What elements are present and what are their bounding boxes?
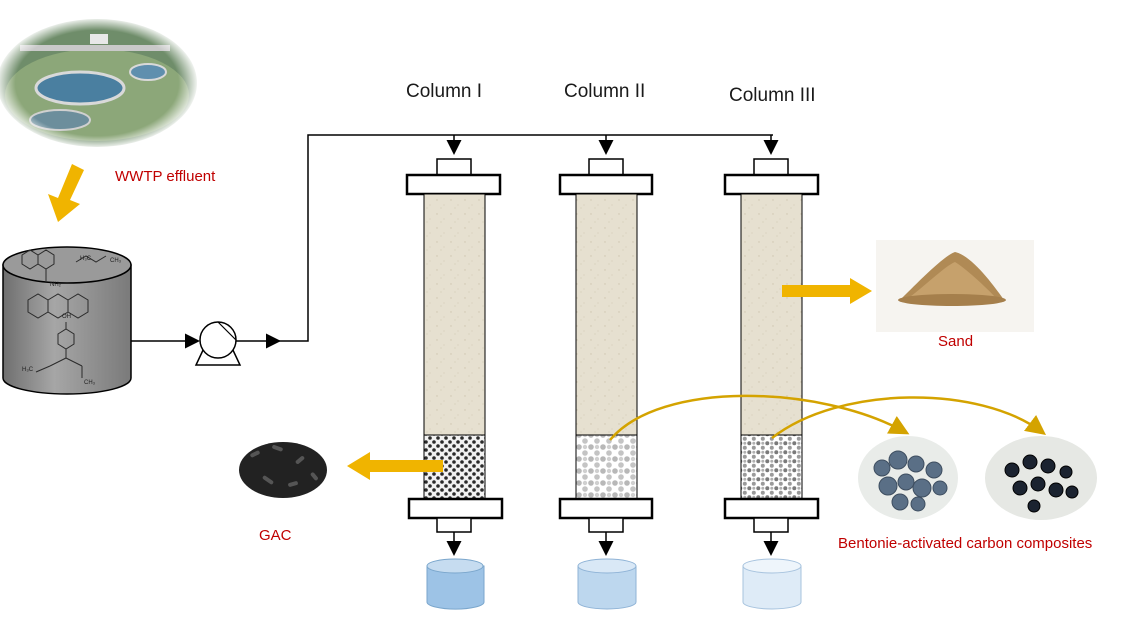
tank-label-h3c: H₃C [22, 367, 34, 373]
composites-label: Bentonie-activated carbon composites [838, 535, 1093, 552]
curve-arrow-col3 [771, 396, 1046, 439]
bottle-2 [577, 558, 637, 610]
wwtp-down-arrow [48, 164, 84, 222]
bottle-1 [426, 558, 485, 610]
tank-label-ch3b: CH₃ [110, 258, 122, 264]
column-3-title: Column III [729, 85, 816, 106]
tank-label-ch3: CH₃ [84, 380, 96, 386]
feed-pipe [278, 134, 773, 342]
gac-arrow [347, 452, 443, 480]
sand-label: Sand [938, 333, 974, 350]
gac-pile-icon [233, 431, 333, 503]
column-2-title: Column II [564, 81, 646, 102]
wwtp-photo-icon [0, 17, 199, 149]
pump-icon [194, 321, 242, 366]
column-1 [405, 158, 504, 556]
composite-beads-icon [858, 436, 1097, 520]
sand-arrow [782, 278, 872, 304]
column-3 [723, 158, 820, 556]
gac-label: GAC [259, 527, 292, 544]
tank-label-ch3a: H₃C [80, 256, 92, 262]
tank-label-nh2: NH₂ [50, 282, 61, 288]
column-2 [558, 158, 654, 556]
tank-icon [2, 246, 132, 395]
curve-arrow-col2 [609, 394, 910, 441]
wwtp-label: WWTP effluent [115, 168, 216, 185]
bottle-3 [742, 558, 802, 610]
column-1-title: Column I [406, 81, 483, 102]
sand-pile-icon [876, 240, 1034, 332]
tank-label-oh: OH [62, 314, 71, 320]
